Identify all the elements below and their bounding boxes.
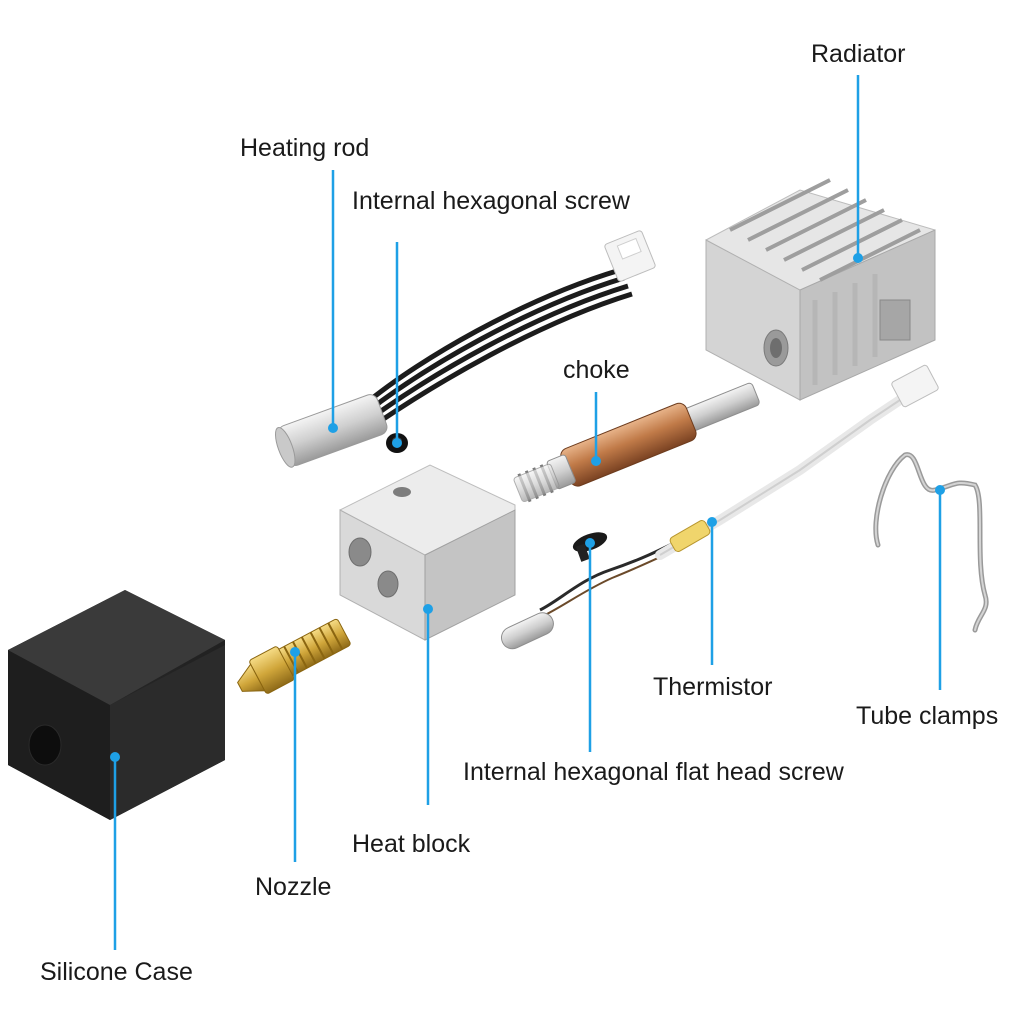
label-thermistor: Thermistor [653, 673, 773, 701]
thermistor-illustration [500, 364, 939, 650]
label-heating-rod: Heating rod [240, 134, 370, 162]
label-nozzle: Nozzle [255, 873, 332, 901]
leader-silicone-case [110, 752, 120, 950]
leader-choke [591, 392, 601, 466]
label-internal-hex-screw: Internal hexagonal screw [352, 187, 630, 215]
leader-radiator [853, 75, 863, 263]
heat-block-illustration [339, 464, 516, 641]
leader-nozzle [290, 647, 300, 862]
radiator-illustration [705, 178, 936, 401]
nozzle-illustration [237, 618, 351, 694]
leader-internal-hex-screw [392, 242, 402, 448]
leader-flat-head-screw [585, 538, 595, 752]
leader-tube-clamps [935, 485, 945, 690]
tube-clamps-illustration [873, 452, 989, 633]
label-flat-head-screw: Internal hexagonal flat head screw [463, 758, 844, 786]
label-silicone-case: Silicone Case [40, 958, 193, 986]
leader-thermistor [707, 517, 717, 665]
label-choke: choke [563, 356, 630, 384]
label-radiator: Radiator [811, 40, 906, 68]
heating-rod-illustration [274, 230, 656, 468]
leader-heating-rod [328, 170, 338, 433]
silicone-case-illustration [8, 590, 225, 820]
label-tube-clamps: Tube clamps [856, 702, 999, 730]
leader-heat-block [423, 604, 433, 805]
choke-illustration [513, 382, 760, 503]
label-heat-block: Heat block [352, 830, 471, 858]
leader-lines [110, 75, 945, 950]
